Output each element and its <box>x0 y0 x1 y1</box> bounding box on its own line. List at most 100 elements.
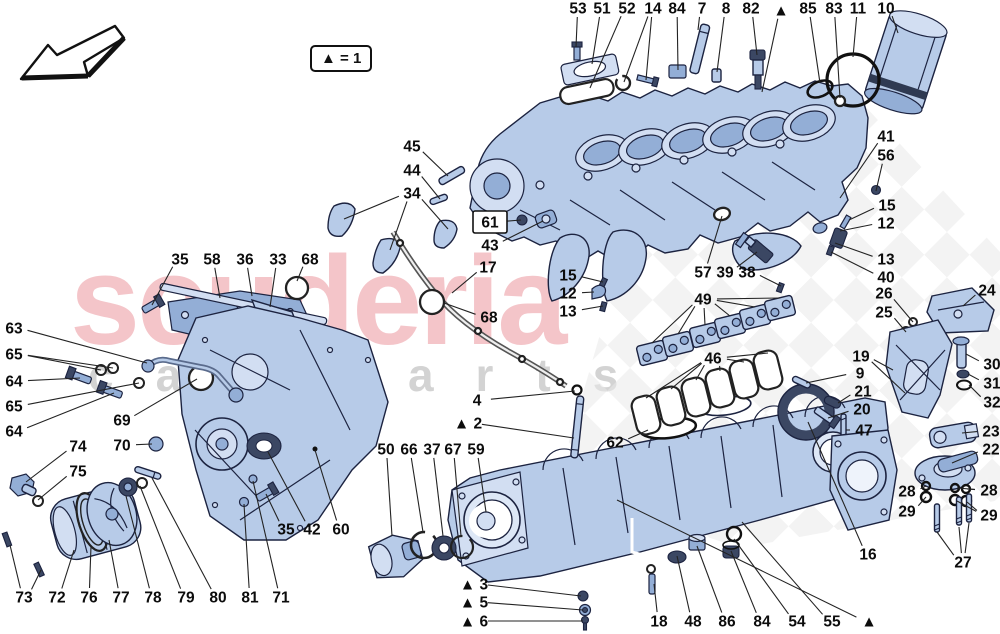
leader-line <box>296 266 304 282</box>
leader-line <box>706 215 723 264</box>
part-callout: 45 <box>403 139 421 156</box>
leader-line <box>730 550 757 614</box>
part-callout: 74 <box>69 439 87 456</box>
part-callout: 84 <box>753 614 771 631</box>
leader-line <box>875 163 883 192</box>
leader-line <box>893 317 907 333</box>
part-callout: 68 <box>301 252 319 269</box>
leader-line <box>453 457 462 537</box>
part-callout: 59 <box>467 442 485 459</box>
leader-line <box>125 495 150 589</box>
part-callout: 54 <box>788 614 806 631</box>
leader-line <box>676 555 691 613</box>
part-callout: 28 <box>980 483 998 500</box>
part-callout: 55 <box>823 614 841 631</box>
leader-lines <box>9 15 982 622</box>
part-callout: ▲ 6 <box>460 614 489 631</box>
part-callout: 11 <box>850 1 867 18</box>
leader-line <box>37 475 68 501</box>
upper-crankcase-block <box>469 80 869 260</box>
part-callout: 62 <box>606 435 623 452</box>
leader-line <box>135 443 153 446</box>
leader-line <box>759 274 782 287</box>
leader-line <box>848 207 875 221</box>
leader-line <box>805 374 847 384</box>
part-callout: 15 <box>559 268 577 285</box>
part-callout: 31 <box>983 376 1000 393</box>
part-callout: 78 <box>144 590 162 607</box>
part-callout: 51 <box>593 1 611 18</box>
part-callout: 82 <box>742 1 759 18</box>
part-callout: 84 <box>668 1 686 18</box>
leader-line <box>696 545 723 613</box>
leader-line <box>481 423 575 439</box>
part-callout: 23 <box>982 424 1000 441</box>
part-callout: 13 <box>559 304 577 321</box>
leader-line <box>827 410 849 419</box>
part-callout: 13 <box>877 252 895 269</box>
leader-line <box>741 521 824 615</box>
leader-line <box>726 358 745 363</box>
leader-line <box>891 15 899 34</box>
part-callout: 34 <box>403 186 421 203</box>
leader-line <box>490 390 576 400</box>
part-callout: 86 <box>718 614 736 631</box>
leader-line <box>871 361 906 394</box>
leader-line <box>726 352 769 358</box>
callout-box <box>472 210 508 234</box>
leader-line <box>962 294 976 307</box>
bottom-plugs <box>577 525 743 631</box>
leader-line <box>9 544 21 589</box>
part-callout: 49 <box>694 292 712 309</box>
part-callout: 26 <box>875 286 893 303</box>
part-callout: 64 <box>5 374 23 391</box>
leader-line <box>151 477 212 590</box>
leader-line <box>410 457 424 533</box>
part-callout: 66 <box>400 442 418 459</box>
part-callout: 9 <box>856 366 865 383</box>
part-callout: 53 <box>569 1 587 18</box>
part-callout: 40 <box>877 270 894 287</box>
part-callout: 76 <box>80 590 98 607</box>
part-callout: 63 <box>5 321 23 338</box>
part-callout: 70 <box>113 438 130 455</box>
leader-line <box>951 451 979 464</box>
part-callout: 46 <box>704 351 722 368</box>
leader-line <box>839 142 879 199</box>
part-callout: 75 <box>69 464 87 481</box>
leader-line <box>487 602 584 611</box>
leader-line <box>386 457 393 537</box>
part-callout: 64 <box>5 424 23 441</box>
leader-line <box>623 16 649 83</box>
part-callout: 4 <box>473 393 482 410</box>
part-callout: 47 <box>855 423 872 440</box>
leader-line <box>443 302 476 315</box>
leader-line <box>965 353 980 362</box>
leader-line <box>716 16 725 73</box>
leader-line <box>761 18 779 93</box>
leader-line <box>834 242 873 257</box>
leader-line <box>852 16 858 58</box>
part-callout: 44 <box>403 163 421 180</box>
previous-page-arrow-icon <box>19 24 126 81</box>
part-callout: 32 <box>983 395 1000 412</box>
leader-line <box>653 583 658 613</box>
leader-line <box>575 16 578 48</box>
leader-line <box>966 488 976 491</box>
leader-line <box>314 449 338 521</box>
leader-line <box>733 538 789 615</box>
leader-line <box>958 526 962 554</box>
leader-line <box>108 539 119 589</box>
leader-line <box>967 373 980 381</box>
part-callout: 43 <box>481 238 499 255</box>
leader-line <box>920 485 927 490</box>
timing-cover-assembly <box>159 275 446 541</box>
leader-line <box>422 151 449 177</box>
part-callout: ▲ 3 <box>460 577 489 594</box>
cylinder-head-stud <box>570 395 585 459</box>
leader-line <box>917 496 927 507</box>
part-callout: 38 <box>738 265 756 282</box>
leader-line <box>581 305 604 311</box>
leader-line <box>477 457 487 513</box>
